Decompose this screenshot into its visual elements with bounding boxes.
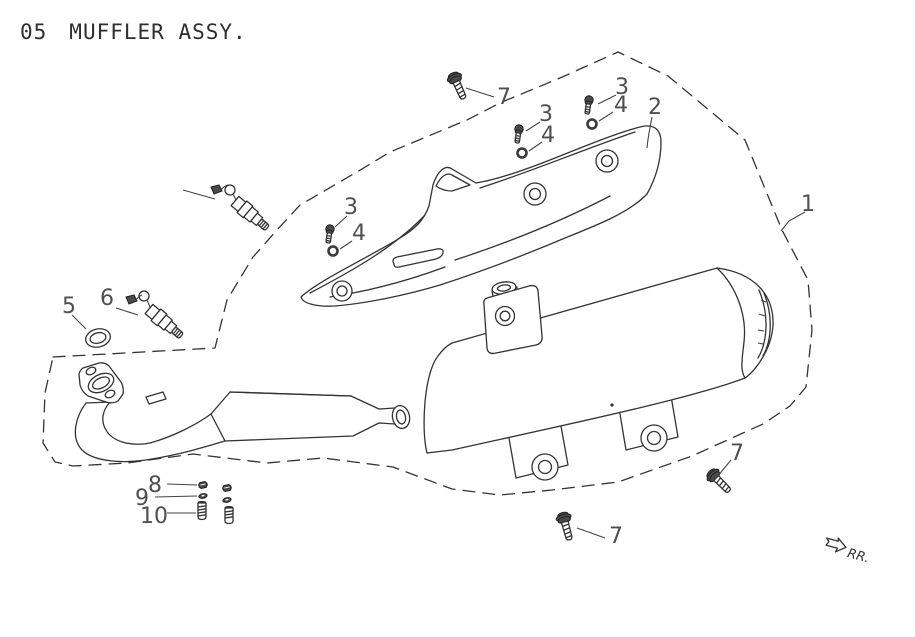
leader-line-3-right: [597, 94, 617, 105]
leader-line-7-top: [465, 87, 495, 98]
exhaust-stud: [224, 506, 234, 525]
leader-line-6: [115, 307, 139, 316]
callout-4: 4: [541, 123, 555, 148]
callout-3: 3: [539, 102, 553, 127]
leader-line-4-mid: [528, 141, 543, 152]
leader-line-4-right: [598, 111, 614, 122]
heat-shield-boss: [331, 280, 353, 302]
callouts: 7 3 4 3 4 3 4 2 1 5 6 7 7 8 9 10: [62, 75, 815, 549]
leader-line-5: [71, 314, 87, 330]
leader-line-1: [780, 211, 806, 232]
leader-line-4-left: [339, 240, 353, 250]
leader-line-3-left: [334, 215, 348, 228]
flange-washer: [222, 497, 232, 503]
muffler-top-bracket: [483, 281, 543, 355]
leader-line-2: [646, 116, 653, 149]
shield-screw: [325, 224, 335, 244]
callout-1: 1: [801, 192, 815, 217]
leader-line-3-mid: [525, 121, 541, 132]
flange-nut: [222, 483, 232, 493]
leader-line-7-bottom: [576, 527, 606, 539]
rear-arrow-icon: [825, 537, 847, 553]
callout-2: 2: [648, 95, 662, 120]
gasket-ring: [85, 328, 111, 348]
callout-3: 3: [615, 75, 629, 100]
callout-8: 8: [148, 473, 162, 498]
callout-7: 7: [730, 441, 744, 466]
callout-7: 7: [609, 524, 623, 549]
callout-10: 10: [140, 504, 168, 529]
callout-5: 5: [62, 294, 76, 319]
page-title: 05 MUFFLER ASSY.: [20, 20, 247, 44]
heat-shield-boss: [595, 149, 619, 173]
flange-bolt: [706, 468, 731, 493]
callout-9: 9: [135, 486, 149, 511]
leader-line-8: [166, 483, 198, 486]
callout-7: 7: [497, 85, 511, 110]
exhaust-flange: [78, 362, 124, 404]
flange-nut: [198, 480, 208, 490]
section-number: 05: [20, 20, 48, 44]
exhaust-stud: [197, 501, 207, 521]
leader-line-sensor-upper: [182, 189, 216, 200]
boundary-dashed-outline: [42, 51, 813, 496]
leader-line-9: [154, 495, 198, 498]
leader-lines: [71, 87, 806, 539]
exhaust-header-pipe: [74, 362, 411, 463]
flange-bolt: [446, 71, 467, 100]
leader-line-7-right: [716, 459, 732, 478]
rr-direction-label: RR.: [846, 546, 871, 566]
shield-washer: [586, 118, 598, 130]
oxygen-sensor: [125, 290, 184, 339]
callout-4: 4: [352, 221, 366, 246]
flange-bolt: [555, 511, 573, 541]
heat-shield: [300, 125, 662, 307]
muffler-body: [423, 267, 774, 454]
pipe-bracket-tab: [145, 391, 167, 405]
pipe-clamp-ring: [391, 404, 411, 430]
callout-4: 4: [614, 93, 628, 118]
oxygen-sensor-upper: [210, 184, 270, 231]
flange-washer: [198, 493, 208, 499]
shield-screw: [514, 124, 524, 144]
shield-washer: [516, 147, 528, 159]
shield-washer: [327, 245, 339, 257]
heat-shield-boss: [523, 182, 547, 206]
rear-direction-marker: RR.: [825, 537, 871, 566]
shield-screw: [584, 95, 594, 115]
heat-shield-vent-slot: [392, 248, 444, 268]
muffler-rivet-dot: [610, 403, 614, 407]
callout-6: 6: [100, 286, 114, 311]
callout-3: 3: [344, 195, 358, 220]
section-name: MUFFLER ASSY.: [69, 20, 247, 44]
